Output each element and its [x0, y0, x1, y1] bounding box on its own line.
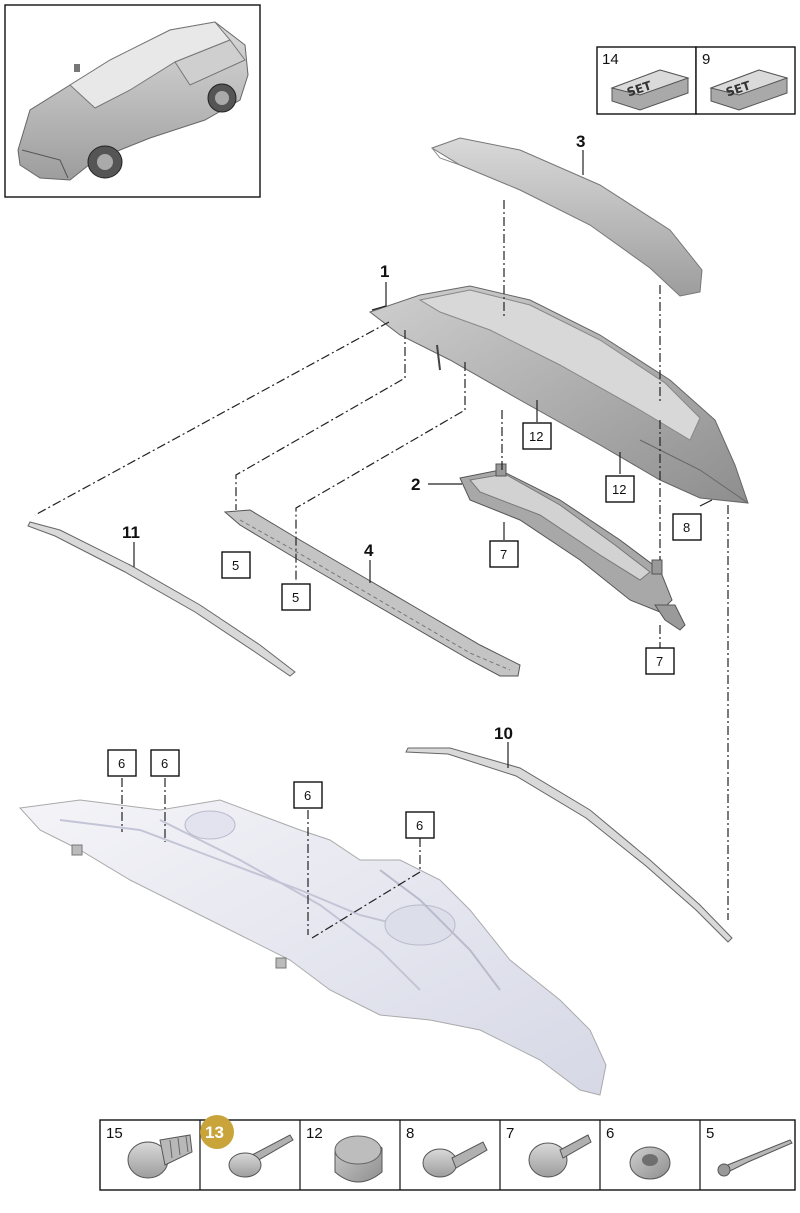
ref-box-6a: 6	[107, 749, 137, 777]
fastener-5: 5	[706, 1125, 793, 1177]
highlight-badge	[200, 1115, 234, 1149]
svg-text:7: 7	[656, 654, 663, 669]
rear-body-panel	[18, 799, 607, 1096]
svg-text:5: 5	[232, 558, 239, 573]
svg-text:6: 6	[606, 1125, 614, 1142]
fastener-13: 13	[200, 1115, 294, 1178]
ref-box-6d: 6	[405, 811, 435, 839]
svg-text:7: 7	[506, 1125, 514, 1142]
fastener-8: 8	[406, 1125, 488, 1178]
ref-box-5a: 5	[221, 551, 251, 579]
ref-box-7a: 7	[489, 540, 519, 568]
bracket-strip-part	[223, 509, 521, 677]
callout-labels: 3 1 2 4 11 10	[122, 132, 585, 743]
callout-4: 4	[364, 541, 374, 560]
ref-box-6c: 6	[293, 781, 323, 809]
ref-box-12b: 12	[605, 475, 635, 503]
callout-3: 3	[576, 132, 585, 151]
set-number: 9	[702, 51, 710, 68]
ref-box-8: 8	[672, 513, 702, 541]
vehicle-thumbnail	[4, 4, 261, 198]
svg-text:15: 15	[106, 1125, 123, 1142]
svg-text:5: 5	[706, 1125, 714, 1142]
callout-2: 2	[411, 475, 420, 494]
set-number: 14	[602, 51, 619, 68]
svg-text:5: 5	[292, 590, 299, 605]
ref-box-7b: 7	[645, 647, 675, 675]
set-box-14: 14 SET	[596, 46, 697, 115]
assembly-lines	[34, 200, 729, 939]
svg-text:13: 13	[205, 1123, 224, 1142]
leader-lines	[133, 150, 713, 768]
reference-boxes: 12 12 8 7 7 5 5 6 6 6 6	[107, 422, 702, 839]
fastener-6: 6	[606, 1125, 671, 1180]
fastener-7: 7	[506, 1125, 592, 1178]
svg-text:6: 6	[304, 788, 311, 803]
fastener-12: 12	[306, 1125, 383, 1183]
spoiler-blade-part	[430, 137, 703, 297]
set-box-9: 9 SET	[695, 46, 796, 115]
spoiler-mechanism-part	[459, 463, 686, 631]
rear-spoiler-part	[368, 285, 749, 504]
svg-text:12: 12	[529, 429, 543, 444]
fastener-strip: 15 13 12 8 7	[99, 1115, 796, 1191]
callout-1: 1	[380, 262, 389, 281]
svg-text:8: 8	[683, 520, 690, 535]
seal-strip-11-part	[27, 521, 296, 677]
svg-text:8: 8	[406, 1125, 414, 1142]
svg-text:12: 12	[306, 1125, 323, 1142]
seal-strip-10-part	[405, 747, 733, 943]
ref-box-12a: 12	[522, 422, 552, 450]
svg-text:7: 7	[500, 547, 507, 562]
svg-text:6: 6	[161, 756, 168, 771]
svg-text:6: 6	[118, 756, 125, 771]
callout-11: 11	[122, 523, 140, 542]
svg-text:12: 12	[612, 482, 626, 497]
ref-box-5b: 5	[281, 583, 311, 611]
svg-text:6: 6	[416, 818, 423, 833]
fastener-15: 15	[106, 1125, 193, 1179]
ref-box-6b: 6	[150, 749, 180, 777]
callout-10: 10	[494, 724, 513, 743]
